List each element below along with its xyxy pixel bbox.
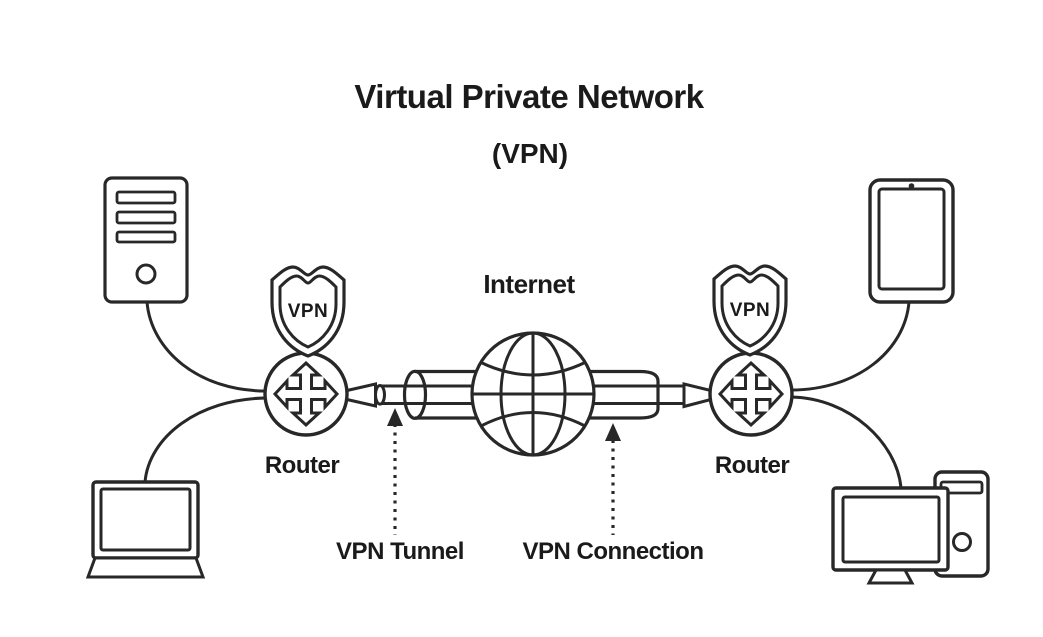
- tower-slot: [115, 210, 177, 225]
- left-cone: [345, 382, 377, 408]
- tower-slot: [115, 230, 177, 244]
- cable-laptop-to-left-router: [143, 396, 267, 483]
- laptop-screen: [99, 487, 192, 552]
- vpn-shield-icon-right: [712, 264, 788, 357]
- vpn-shield-icon-left: [270, 265, 346, 358]
- tablet-screen: [877, 187, 946, 291]
- shield-left-label: VPN: [288, 301, 329, 322]
- tunnel-mouth: [402, 369, 428, 420]
- router-icon-left: [263, 351, 349, 437]
- laptop-icon: [85, 480, 206, 579]
- connection-pointer-arrowhead: [605, 423, 621, 441]
- internet-label: Internet: [483, 269, 575, 299]
- monitor-screen: [841, 495, 941, 564]
- monitor-stand: [866, 568, 915, 585]
- cable-server-to-left-router: [145, 301, 267, 393]
- tablet-camera: [908, 183, 915, 189]
- tower-slot: [115, 190, 177, 205]
- router-left-label: Router: [265, 452, 339, 479]
- globe-latitude-top: [479, 360, 587, 377]
- server-tower-icon: [103, 176, 189, 304]
- router-icon-right: [708, 351, 794, 437]
- desktop-tower-button: [952, 532, 972, 552]
- tunnel-body: [415, 369, 660, 420]
- router-arrows-icon: [717, 360, 785, 428]
- vpn-connection-label: VPN Connection: [522, 538, 703, 565]
- shield-inner: [720, 273, 780, 348]
- connection-left-cap: [374, 384, 386, 406]
- vpn-tunnel-label: VPN Tunnel: [336, 538, 464, 565]
- cable-desktop-to-right-router: [790, 395, 903, 489]
- tablet-icon: [868, 178, 955, 304]
- tower-button: [135, 263, 157, 285]
- cable-tablet-to-right-router: [790, 301, 911, 392]
- network-cables: [143, 301, 911, 489]
- right-cone: [682, 382, 713, 409]
- laptop-base: [85, 556, 206, 579]
- router-right-label: Router: [715, 452, 789, 479]
- router-arrows-icon: [272, 360, 340, 428]
- annotation-arrows: [387, 408, 621, 535]
- globe-icon: [470, 331, 596, 457]
- shield-right-label: VPN: [730, 300, 771, 321]
- desktop-computer-icon: [831, 470, 990, 585]
- page-title: Virtual Private Network: [354, 78, 704, 115]
- tunnel-pointer-arrowhead: [387, 408, 403, 426]
- globe-latitude-bottom: [480, 411, 586, 428]
- page-subtitle: (VPN): [492, 138, 568, 169]
- shield-inner: [278, 274, 338, 349]
